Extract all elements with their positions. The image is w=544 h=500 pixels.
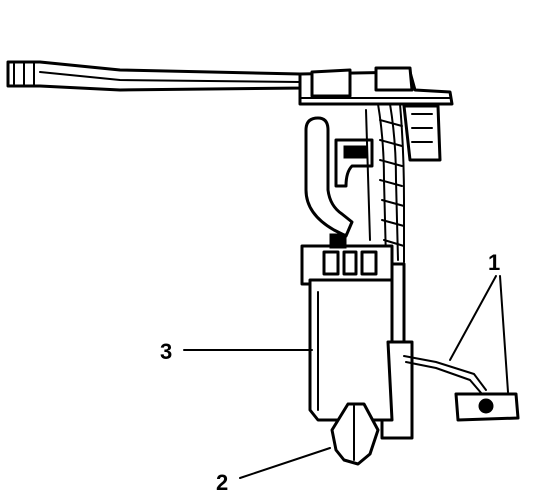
callout-label-3: 3 xyxy=(160,339,172,364)
leader-1b xyxy=(499,275,509,393)
fuel-feed-tube xyxy=(6,60,307,92)
callout-label-1: 1 xyxy=(488,250,500,275)
leader-1a xyxy=(449,275,497,361)
fuel-hose-loop xyxy=(304,116,374,238)
wiring-harness xyxy=(365,103,405,263)
callout-leaders xyxy=(183,275,509,479)
pump-connector-block xyxy=(300,233,394,286)
leader-2 xyxy=(239,447,331,479)
fuel-pump-body xyxy=(308,278,394,422)
fuel-strainer xyxy=(330,402,380,466)
electrical-connector xyxy=(402,104,442,162)
pump-guide-rod xyxy=(380,262,414,440)
fuel-level-sensor xyxy=(403,355,520,422)
top-flange xyxy=(298,66,454,106)
callout-label-2: 2 xyxy=(216,470,228,495)
